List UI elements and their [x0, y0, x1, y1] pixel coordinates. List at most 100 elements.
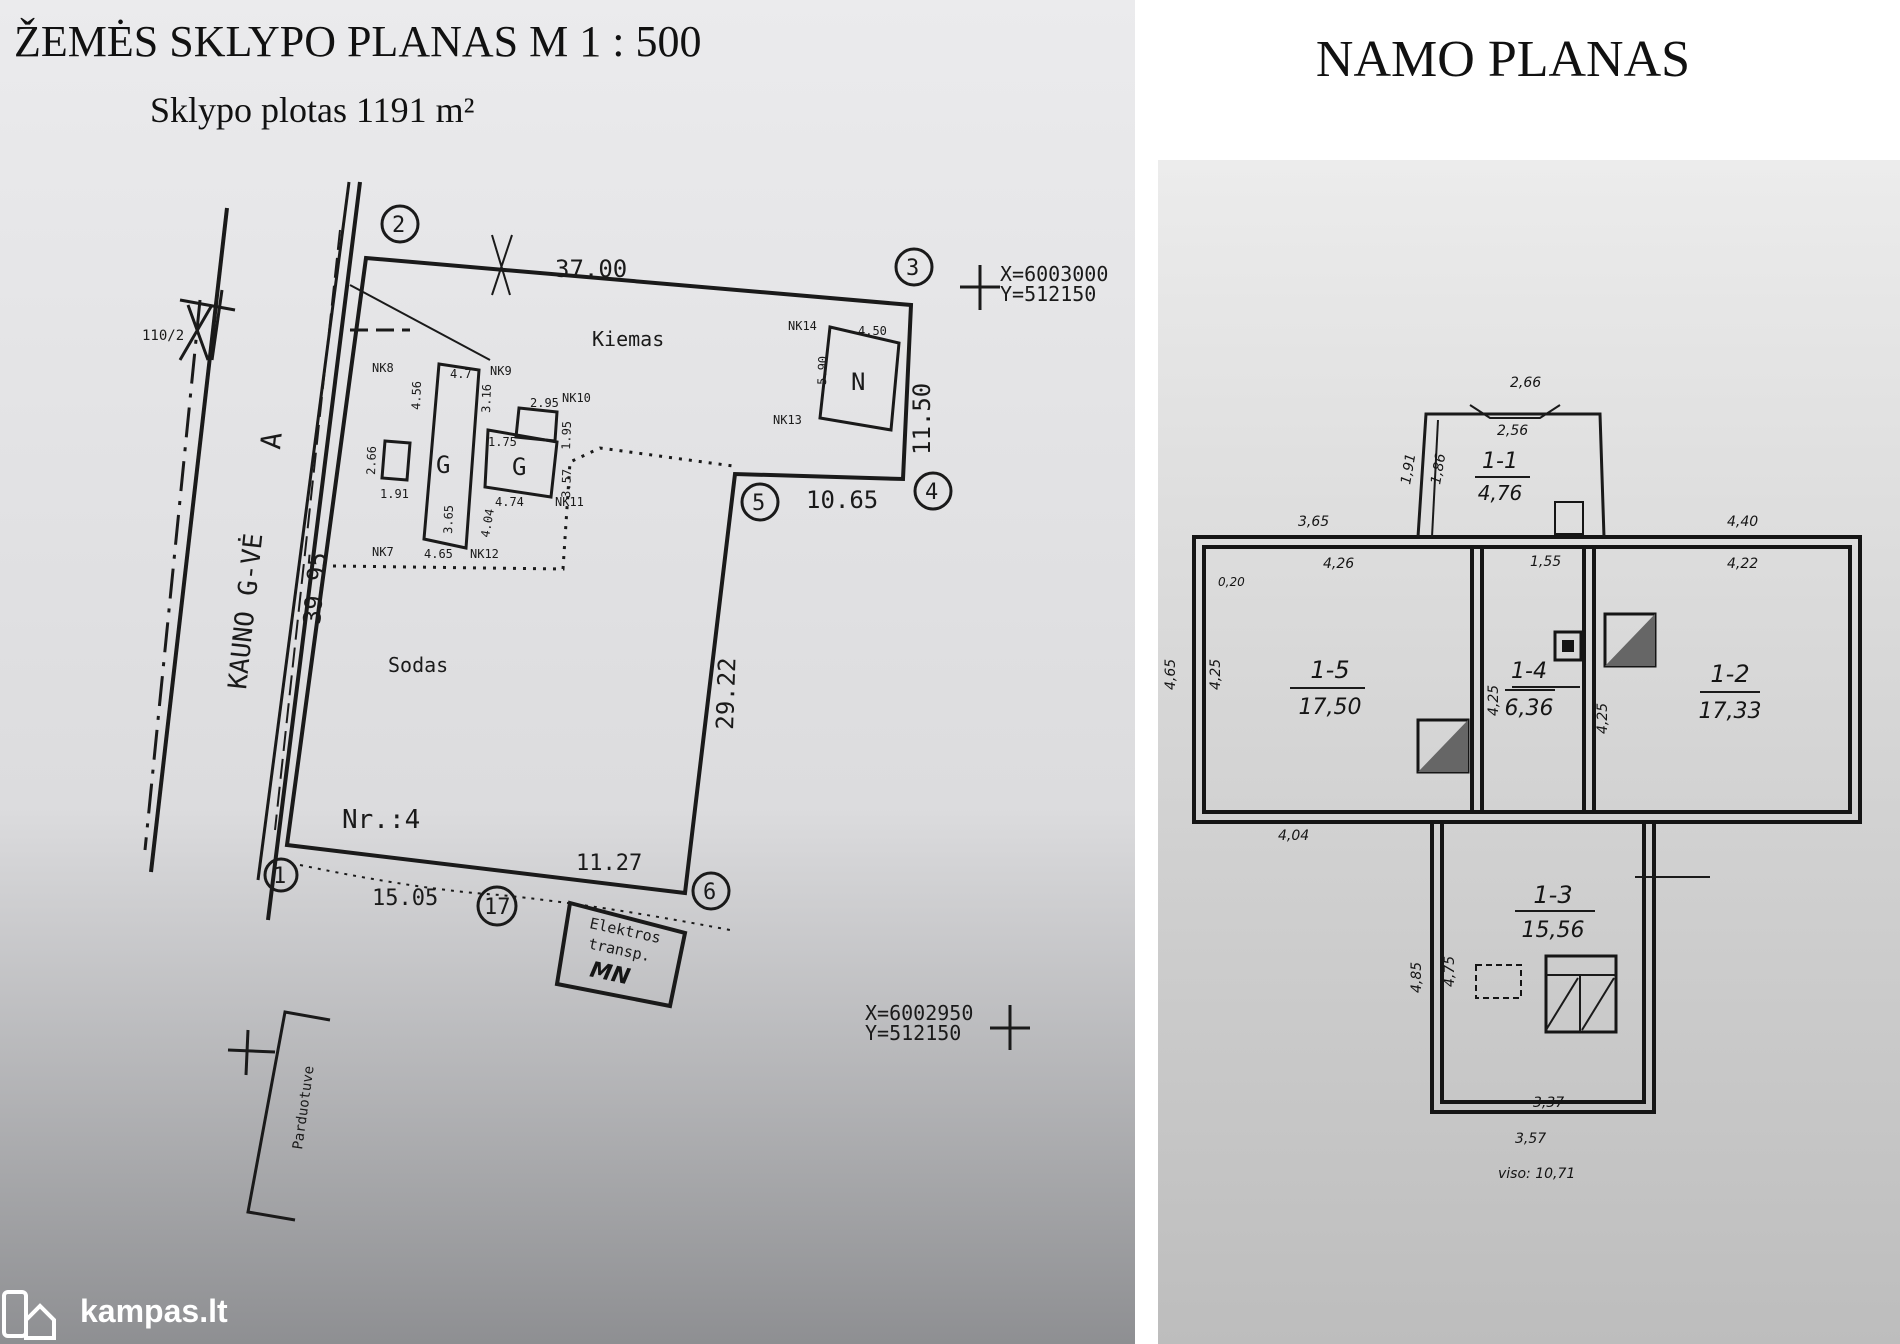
- dim: 3.65: [441, 505, 456, 534]
- cable-line: [299, 864, 731, 931]
- site-plan-sheet: [0, 0, 1135, 1344]
- room-1-4: 1-4 6,36: [1505, 659, 1555, 721]
- dim: 4,25: [1486, 685, 1502, 716]
- dim: 4,65: [1163, 659, 1179, 690]
- coord-bottom-x: X=6002950: [865, 1001, 973, 1025]
- dim: 4,85: [1409, 962, 1425, 993]
- dim-1-2: 39.95: [298, 551, 332, 625]
- room-id: 1-4: [1511, 659, 1547, 684]
- point-5: 5: [752, 491, 765, 516]
- dim: 5.90: [815, 356, 830, 385]
- nk13: NK13: [773, 413, 802, 427]
- room-id: 1-2: [1710, 660, 1749, 688]
- plot-boundary: [284, 255, 914, 896]
- dim-3-4: 11.50: [908, 383, 936, 455]
- point-3: 3: [906, 256, 919, 281]
- point-6: 6: [703, 880, 716, 905]
- dim: 4,75: [1442, 956, 1458, 987]
- shop-outline: [246, 1010, 331, 1222]
- point-2: 2: [392, 213, 405, 238]
- dim: 4,40: [1727, 514, 1758, 530]
- dim: 4,04: [1278, 828, 1309, 844]
- room-area: 17,33: [1699, 699, 1762, 724]
- plot-number: Nr.:4: [342, 805, 420, 835]
- dim: 4,25: [1208, 659, 1224, 690]
- dim: 2,56: [1497, 423, 1528, 439]
- shed: [818, 325, 901, 432]
- dim: 0,20: [1218, 575, 1245, 589]
- road-mark: A: [254, 430, 289, 450]
- dim: 1,86: [1428, 452, 1449, 486]
- coord-top-y: Y=512150: [1000, 282, 1096, 306]
- dim: 1.75: [488, 435, 517, 449]
- buildings: G G N: [380, 325, 901, 550]
- dim: 1,55: [1530, 554, 1561, 570]
- building-annotations: NK8 NK9 NK10 NK11 NK12 NK7 NK13 NK14 4.7…: [364, 319, 887, 561]
- dim: 4.50: [858, 324, 887, 338]
- dim: 3,37: [1533, 1095, 1564, 1111]
- dim: 4.74: [495, 495, 524, 509]
- garage-label: G: [436, 451, 450, 479]
- room-area: 4,76: [1478, 481, 1523, 505]
- dim: 4.04: [478, 508, 497, 539]
- dim: 3,65: [1298, 514, 1329, 530]
- dim: 1.95: [559, 421, 574, 450]
- room-id: 1-3: [1533, 881, 1572, 909]
- site-plan-title: ŽEMĖS SKLYPO PLANAS M 1 : 500: [14, 17, 701, 66]
- transformer-box: [554, 900, 688, 1009]
- shed-label: N: [851, 368, 865, 396]
- street-lines: [143, 181, 362, 921]
- nk10: NK10: [562, 391, 591, 405]
- house-plan-sheet: [1158, 160, 1900, 1344]
- dim: 4,22: [1727, 556, 1758, 572]
- nk14: NK14: [788, 319, 817, 333]
- dim: 1.91: [380, 487, 409, 501]
- garden-label: Sodas: [388, 653, 448, 677]
- dim: 4.56: [409, 381, 424, 410]
- room-1-2: 1-2 17,33: [1699, 660, 1762, 724]
- nk12: NK12: [470, 547, 499, 561]
- house-plan: NAMO PLANAS: [1158, 31, 1900, 1344]
- house-dimensions: 2,66 2,56 1,91 1,86 3,65 4,40 4,26 1,55 …: [1163, 375, 1758, 1182]
- site-plan: ŽEMĖS SKLYPO PLANAS M 1 : 500 Sklypo plo…: [0, 0, 1135, 1344]
- dim: 3.16: [479, 384, 494, 413]
- dim: 2.95: [530, 396, 559, 410]
- coord-top-x: X=6003000: [1000, 262, 1108, 286]
- walls: [1192, 404, 1862, 1114]
- room-id: 1-1: [1482, 449, 1518, 474]
- room-area: 15,56: [1522, 918, 1585, 943]
- dim: 3,57: [1515, 1131, 1546, 1147]
- dim-5-6: 29.22: [711, 657, 742, 730]
- nk11: NK11: [555, 495, 584, 509]
- point-4: 4: [925, 480, 938, 505]
- utility-line: [349, 284, 491, 361]
- yard-label: Kiemas: [592, 327, 664, 351]
- coord-bottom-y: Y=512150: [865, 1021, 961, 1045]
- nk9: NK9: [490, 364, 512, 378]
- boundary-points: 1 2 3 4 5 6 17: [263, 204, 953, 927]
- kampas-logo: kampas.lt: [2, 1290, 228, 1340]
- dim: 4.65: [424, 547, 453, 561]
- room-1-3: 1-3 15,56: [1515, 881, 1595, 943]
- coordinate-bottom: X=6002950 Y=512150: [865, 1001, 1030, 1050]
- watermark-text: kampas.lt: [80, 1293, 228, 1329]
- room-1-5: 1-517,50: [1290, 656, 1365, 720]
- room-area: 17,50: [1299, 695, 1362, 720]
- garage-main: [422, 362, 481, 550]
- point-1: 1: [273, 864, 286, 889]
- dim: 4,26: [1323, 556, 1354, 572]
- room-1-1: 1-1 4,76: [1475, 449, 1530, 505]
- garage-label-2: G: [512, 453, 526, 481]
- dim-6-17: 11.27: [576, 851, 642, 876]
- dim: 1,91: [1398, 452, 1419, 485]
- house-plan-title: NAMO PLANAS: [1316, 31, 1690, 88]
- dim: 2,66: [1510, 375, 1541, 391]
- room-area: 6,36: [1505, 696, 1554, 721]
- dim: 4,25: [1595, 703, 1611, 734]
- room-labels: 1-1 4,76 1-2 17,33 1-3 15,56 1-4 6,36 1-517,…: [1290, 449, 1761, 943]
- dim-4-5: 10.65: [806, 486, 878, 514]
- nk8: NK8: [372, 361, 394, 375]
- coordinate-top: X=6003000 Y=512150: [960, 262, 1108, 310]
- point-17: 17: [484, 895, 511, 920]
